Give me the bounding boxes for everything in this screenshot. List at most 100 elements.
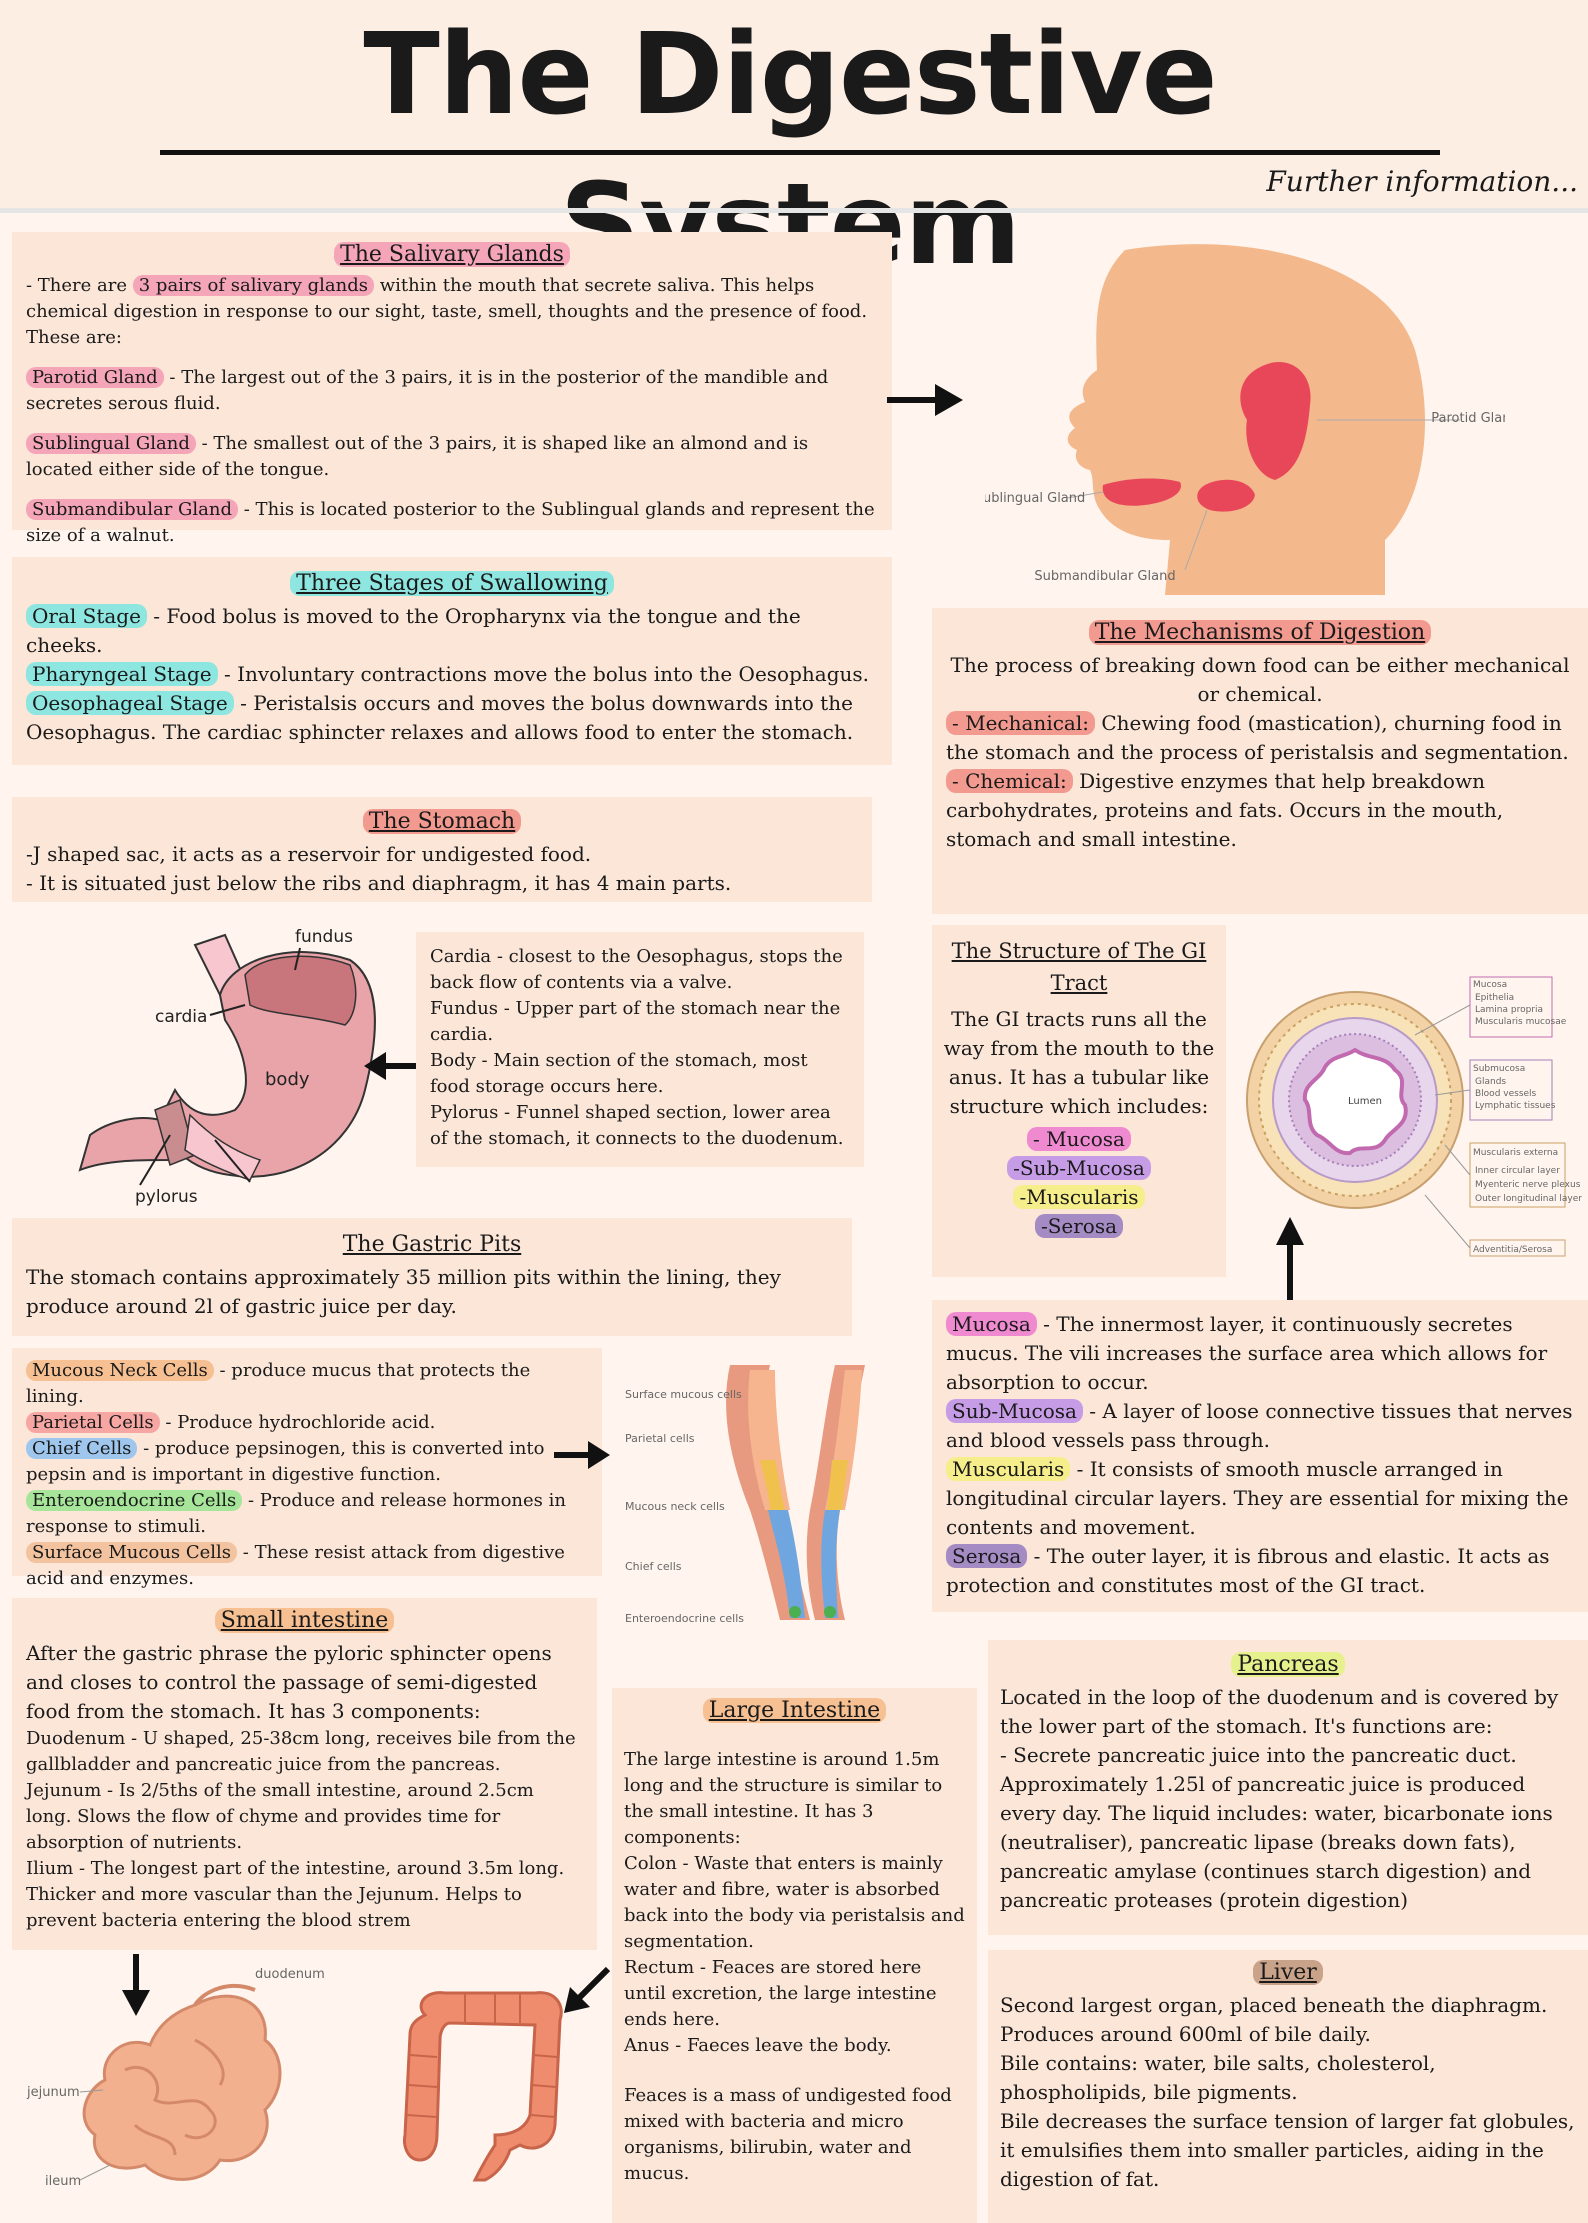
fundus-region xyxy=(244,955,357,1026)
svg-text:Mucous neck cells: Mucous neck cells xyxy=(625,1500,725,1513)
svg-text:Enteroendocrine cells: Enteroendocrine cells xyxy=(625,1612,744,1625)
title-underline xyxy=(160,150,1440,155)
gastric-pits-text: The stomach contains approximately 35 mi… xyxy=(26,1265,781,1318)
small-intestine-intro: After the gastric phrase the pyloric sph… xyxy=(26,1641,552,1723)
arrow-right-icon xyxy=(554,1441,610,1469)
gastric-pits-heading: The Gastric Pits xyxy=(342,1232,522,1257)
parotid-text: Parotid Gland - The largest out of the 3… xyxy=(26,367,829,414)
header: The Digestive System Further information… xyxy=(0,0,1588,290)
gi-tract-heading: The Structure of The GI Tract xyxy=(951,939,1207,995)
cardia-text: Cardia - closest to the Oesophagus, stop… xyxy=(430,946,843,993)
svg-text:Epithelia: Epithelia xyxy=(1475,993,1514,1003)
jejunum-text: Jejunum - Is 2/5ths of the small intesti… xyxy=(26,1780,534,1853)
gi-layer-mucosa: - Mucosa xyxy=(942,1125,1216,1154)
parietal-text: Parietal Cells - Produce hydrochloride a… xyxy=(26,1410,588,1436)
swallowing-section: Three Stages of Swallowing Oral Stage - … xyxy=(12,557,892,765)
page-subtitle: Further information... xyxy=(1266,165,1578,198)
muscularis-detail: Muscularis - It consists of smooth muscl… xyxy=(946,1457,1569,1539)
surface-mucous-text: Surface Mucous Cells - These resist atta… xyxy=(26,1542,565,1589)
sublingual-gland xyxy=(1102,478,1181,506)
cardia-label: cardia xyxy=(155,1007,207,1027)
mechanisms-section: The Mechanisms of Digestion The process … xyxy=(932,608,1588,914)
svg-text:Parietal cells: Parietal cells xyxy=(625,1432,695,1445)
liver-line-3: Bile contains: water, bile salts, choles… xyxy=(1000,2051,1436,2104)
pancreas-heading: Pancreas xyxy=(1000,1652,1576,1677)
gi-layers-detail-section: Mucosa - The innermost layer, it continu… xyxy=(932,1300,1588,1612)
serosa-detail: Serosa - The outer layer, it is fibrous … xyxy=(946,1544,1550,1597)
svg-text:Muscularis externa: Muscularis externa xyxy=(1473,1148,1558,1158)
mucosa-detail: Mucosa - The innermost layer, it continu… xyxy=(946,1312,1548,1394)
svg-text:Mucosa: Mucosa xyxy=(1473,980,1507,990)
duodenum xyxy=(78,1117,172,1172)
salivary-head-diagram: Parotid Gland Sublingual Gland Submandib… xyxy=(985,244,1505,595)
stomach-section: The Stomach -J shaped sac, it acts as a … xyxy=(12,797,872,902)
fundus-label: fundus xyxy=(295,927,353,947)
mechanisms-heading: The Mechanisms of Digestion xyxy=(946,620,1574,645)
oral-stage-text: Oral Stage - Food bolus is moved to the … xyxy=(26,604,801,657)
gi-tract-intro: The GI tracts runs all the way from the … xyxy=(943,1007,1215,1118)
rectum-text: Rectum - Feaces are stored here until ex… xyxy=(624,1957,937,2030)
stomach-diagram: fundus cardia body pylorus xyxy=(78,927,376,1207)
small-intestine-diagram: duodenum jejunum ileum xyxy=(26,1967,325,2189)
parotid-label: Parotid Gland xyxy=(1431,411,1505,426)
faeces-text: Feaces is a mass of undigested food mixe… xyxy=(624,2085,952,2184)
sublingual-text: Sublingual Gland - The smallest out of t… xyxy=(26,433,809,480)
svg-text:Inner circular layer: Inner circular layer xyxy=(1475,1166,1560,1176)
arrow-left-icon xyxy=(364,1052,420,1080)
submandibular-text: Submandibular Gland - This is located po… xyxy=(26,499,875,546)
fundus-text: Fundus - Upper part of the stomach near … xyxy=(430,998,841,1045)
pylorus-label: pylorus xyxy=(135,1187,198,1207)
salivary-glands-section: The Salivary Glands - There are 3 pairs … xyxy=(12,232,892,546)
pharyngeal-stage-text: Pharyngeal Stage - Involuntary contracti… xyxy=(26,660,878,689)
liver-section: Liver Second largest organ, placed benea… xyxy=(988,1950,1588,2223)
body-label: body xyxy=(265,1069,310,1090)
enteroendocrine-text: Enteroendocrine Cells - Produce and rele… xyxy=(26,1490,566,1537)
body-text: Body - Main section of the stomach, most… xyxy=(430,1050,808,1097)
large-intestine-section: Large Intestine The large intestine is a… xyxy=(612,1688,977,2223)
mechanisms-intro: The process of breaking down food can be… xyxy=(950,653,1570,706)
large-intestine-diagram xyxy=(403,1991,563,2182)
mucous-neck-text: Mucous Neck Cells - produce mucus that p… xyxy=(26,1360,531,1407)
swallowing-heading: Three Stages of Swallowing xyxy=(26,571,878,596)
arrow-down-left-icon xyxy=(564,1966,611,2013)
gi-layer-muscularis: -Muscularis xyxy=(942,1183,1216,1212)
anus-text: Anus - Faeces leave the body. xyxy=(624,2035,892,2056)
colon-text: Colon - Waste that enters is mainly wate… xyxy=(624,1853,965,1952)
parotid-gland xyxy=(1240,362,1311,480)
pylorus-text: Pylorus - Funnel shaped section, lower a… xyxy=(430,1102,844,1149)
gi-layer-submucosa: -Sub-Mucosa xyxy=(942,1154,1216,1183)
pancreas-line-2: Approximately 1.25l of pancreatic juice … xyxy=(1000,1772,1553,1912)
small-intestine-heading: Small intestine xyxy=(26,1608,583,1633)
svg-text:Chief cells: Chief cells xyxy=(625,1560,682,1573)
salivary-heading: The Salivary Glands xyxy=(26,242,878,267)
large-intestine-intro: The large intestine is around 1.5m long … xyxy=(624,1749,943,1848)
svg-text:Lamina propria: Lamina propria xyxy=(1475,1005,1543,1015)
svg-text:Lymphatic tissues: Lymphatic tissues xyxy=(1475,1101,1556,1111)
sublingual-label: Sublingual Gland xyxy=(985,491,1085,506)
stomach-line-2: - It is situated just below the ribs and… xyxy=(26,871,732,895)
head-silhouette xyxy=(1067,244,1425,595)
liver-heading: Liver xyxy=(1000,1960,1576,1985)
mechanical-text: - Mechanical: Chewing food (mastication)… xyxy=(946,711,1569,764)
lumen-folds xyxy=(1302,1047,1408,1156)
pancreas-section: Pancreas Located in the loop of the duod… xyxy=(988,1640,1588,1935)
gastric-pit-diagram: Surface mucous cells Parietal cells Muco… xyxy=(625,1365,865,1625)
liver-line-4: Bile decreases the surface tension of la… xyxy=(1000,2109,1575,2191)
stomach-heading: The Stomach xyxy=(26,809,858,834)
submucosa-detail: Sub-Mucosa - A layer of loose connective… xyxy=(946,1399,1573,1452)
page-title: The Digestive System xyxy=(363,10,1217,290)
duodenum-text: Duodenum - U shaped, 25-38cm long, recei… xyxy=(26,1728,576,1775)
pancreas-intro: Located in the loop of the duodenum and … xyxy=(1000,1685,1559,1738)
header-divider xyxy=(0,208,1588,213)
arrow-right-icon xyxy=(887,384,963,416)
liver-line-2: Produces around 600ml of bile daily. xyxy=(1000,2022,1371,2046)
gi-layer-serosa: -Serosa xyxy=(942,1212,1216,1241)
svg-text:Muscularis mucosae: Muscularis mucosae xyxy=(1475,1017,1567,1027)
arrow-up-icon xyxy=(1276,1217,1304,1305)
small-intestine-section: Small intestine After the gastric phrase… xyxy=(12,1598,597,1950)
chemical-text: - Chemical: Digestive enzymes that help … xyxy=(946,769,1504,851)
svg-text:Adventitia/Serosa: Adventitia/Serosa xyxy=(1473,1245,1552,1255)
salivary-intro: - There are 3 pairs of salivary glands w… xyxy=(26,275,868,348)
chief-text: Chief Cells - produce pepsinogen, this i… xyxy=(26,1438,545,1485)
duodenum-label: duodenum xyxy=(255,1967,325,1982)
